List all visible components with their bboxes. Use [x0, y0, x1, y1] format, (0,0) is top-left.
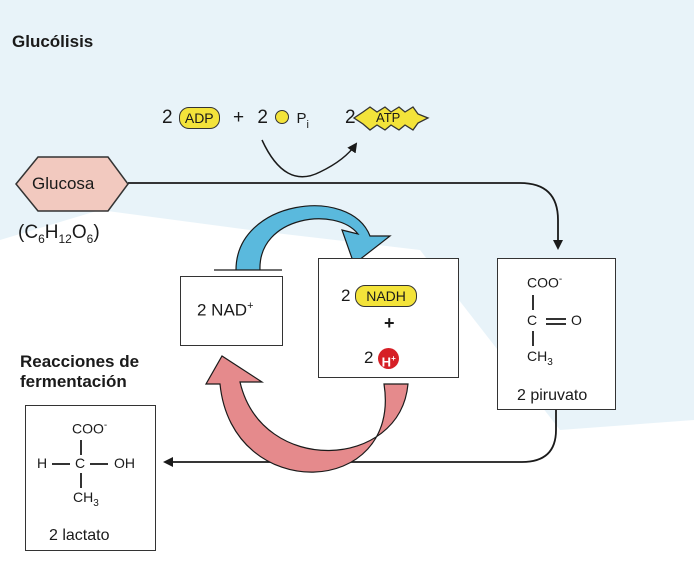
pi-label: P [296, 110, 307, 127]
pyruvate-box [497, 258, 616, 410]
lactate-methyl: CH3 [73, 489, 99, 509]
blue-curved-arrow [214, 205, 392, 271]
lactate-carbon: C [75, 455, 86, 471]
pyruvate-bond-top [532, 295, 534, 310]
nad-label: 2 NAD+ [197, 300, 254, 320]
nadh-pill: NADH [355, 285, 417, 307]
lactate-bond-top [80, 440, 82, 455]
atp-coefficient: 2 [345, 107, 356, 128]
pyruvate-to-lactate-arrow [163, 410, 557, 467]
nadh-line: 2 NADH [341, 284, 417, 308]
glucose-to-pyruvate-arrow [128, 182, 563, 250]
lactate-coo: COO- [72, 420, 108, 437]
adp-coefficient: 2 [162, 107, 173, 128]
adp-to-atp-arrow [261, 139, 358, 178]
phosphate-circle [275, 110, 290, 124]
red-curved-arrow [204, 355, 409, 473]
lactate-bond-bottom [80, 473, 82, 488]
fermentation-title: Reacciones de fermentación [20, 352, 140, 391]
pyruvate-double-bond-1 [546, 318, 566, 320]
lactate-bond-left [52, 463, 70, 465]
pyruvate-label: 2 piruvato [517, 387, 588, 404]
glucose-formula: (C6H12O6) [18, 222, 100, 246]
pyruvate-double-bond-2 [546, 323, 566, 325]
pi-coefficient: 2 [257, 107, 268, 128]
pyruvate-bond-bottom [532, 331, 534, 346]
adp-pi-inputs: 2 ADP + 2 Pi [162, 107, 309, 131]
proton-circle: H+ [378, 348, 400, 369]
plus-sign: + [232, 107, 245, 128]
lactate-box [25, 405, 156, 551]
diagram-title: Glucólisis [12, 32, 94, 51]
atp-label: ATP [376, 110, 401, 125]
lactate-label: 2 lactato [49, 527, 110, 544]
atp-starburst [352, 106, 430, 131]
nad-box [180, 276, 283, 346]
pyruvate-carbon: C [527, 312, 538, 328]
glucose-label: Glucosa [32, 174, 95, 193]
proton-line: 2 H+ [364, 346, 400, 370]
adp-pill: ADP [178, 107, 220, 129]
lactate-hydrogen: H [37, 455, 48, 471]
glucose-hexagon [15, 156, 129, 212]
pyruvate-coo: COO- [527, 274, 563, 291]
lactate-bond-right [90, 463, 108, 465]
lactate-hydroxyl: OH [114, 455, 135, 471]
pyruvate-methyl: CH3 [527, 348, 553, 368]
pyruvate-oxygen: O [571, 312, 582, 328]
nadh-plus: + [384, 313, 395, 333]
